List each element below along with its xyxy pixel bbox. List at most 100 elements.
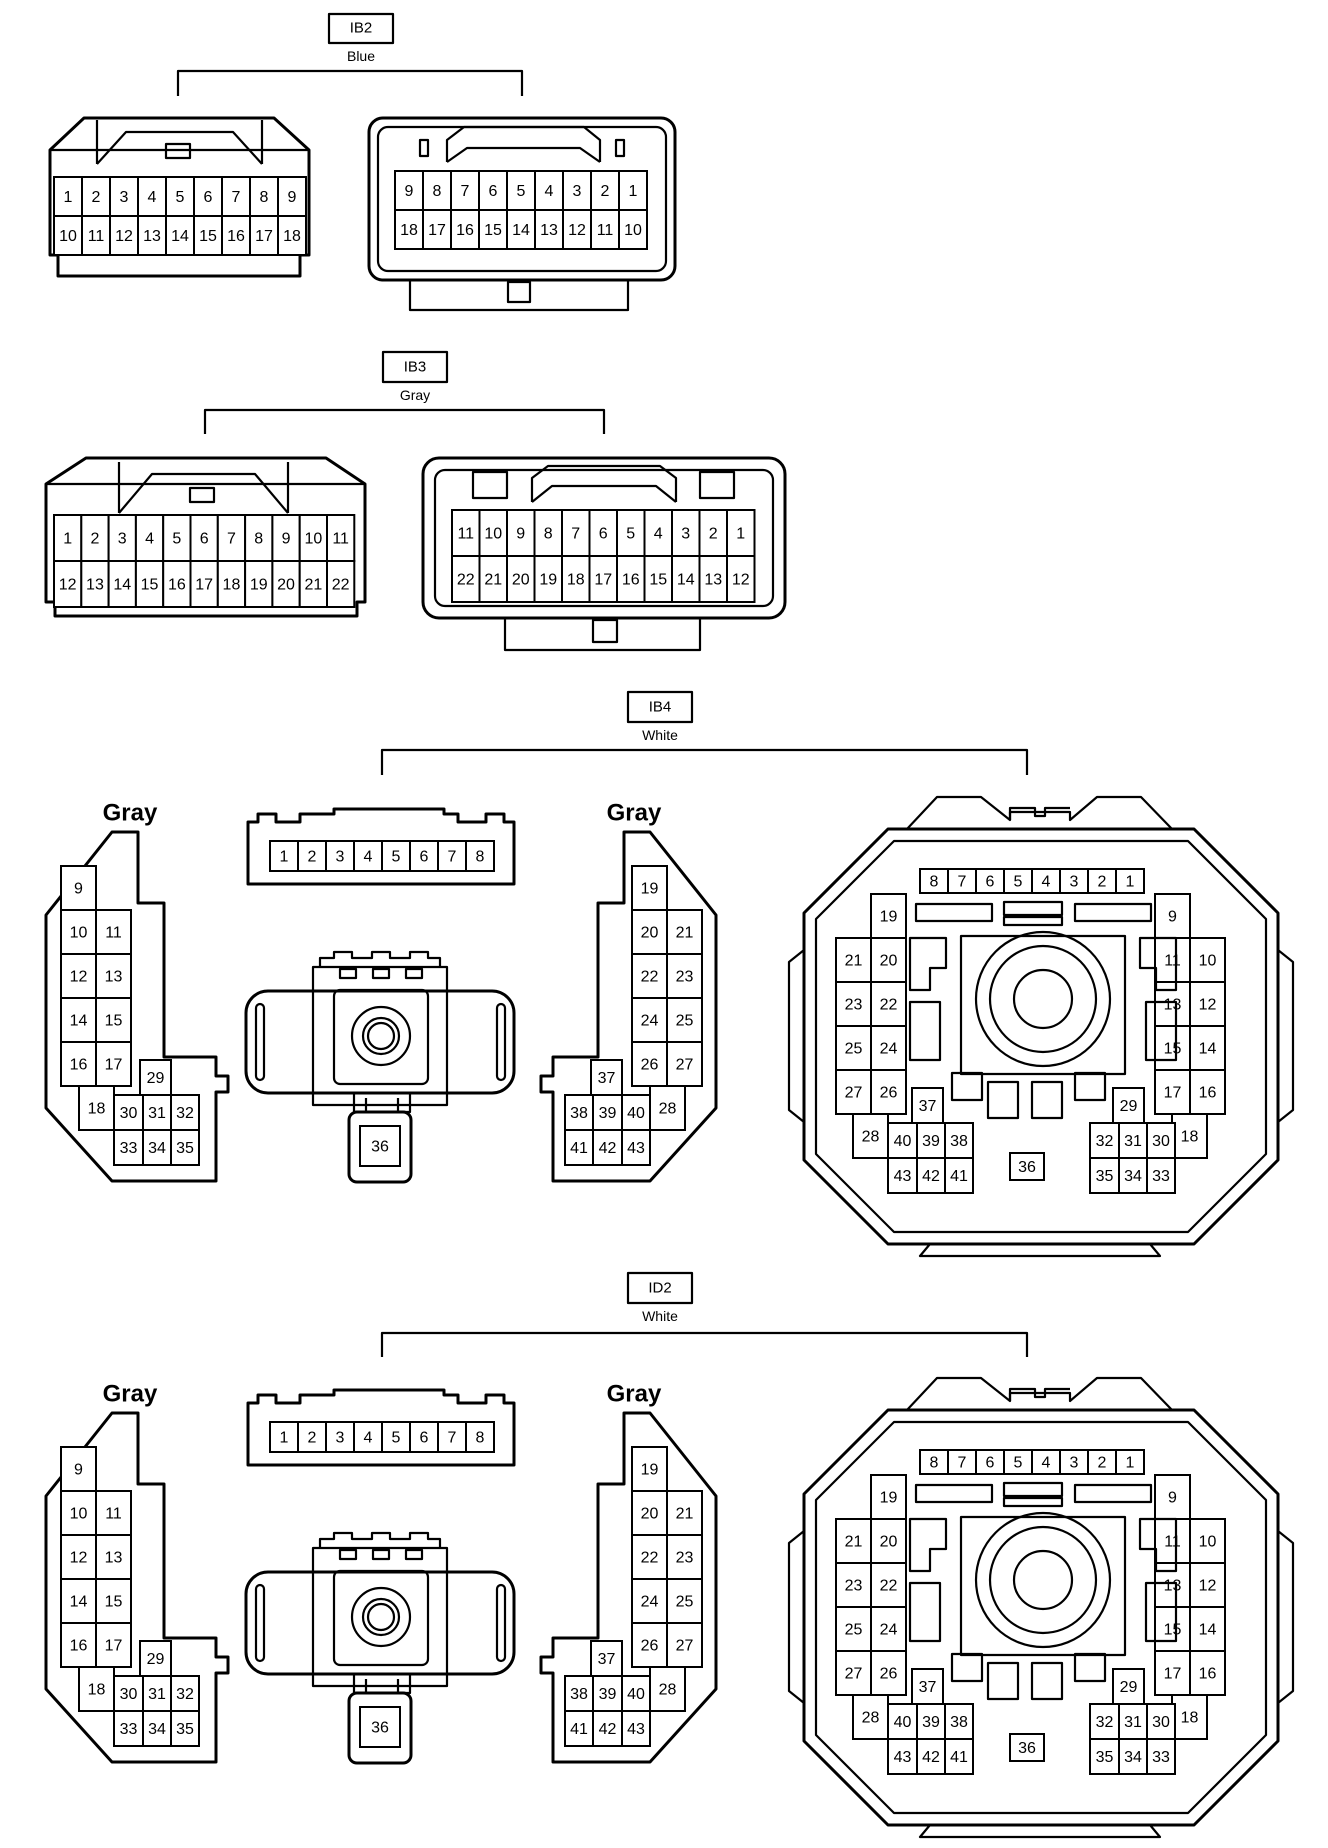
pin-number: 17 <box>594 572 612 589</box>
pin-number: 12 <box>115 228 133 245</box>
ib3-code-label: IB3 <box>404 359 427 376</box>
terminal-pin: 42 <box>916 1157 946 1194</box>
pin-number: 8 <box>476 849 485 866</box>
pin-number: 23 <box>676 969 694 986</box>
right-wedge-housing <box>539 1411 718 1764</box>
pin-cell <box>221 215 251 256</box>
terminal-pin: 14 <box>60 997 97 1043</box>
terminal-pin: 4 <box>137 176 167 217</box>
terminal-pin: 18 <box>216 560 247 608</box>
pin-cell <box>1189 981 1226 1027</box>
terminal-pin: 17 <box>1154 1069 1191 1115</box>
pin-number: 43 <box>894 1168 912 1185</box>
pin-cell <box>353 840 383 872</box>
ib3-bracket <box>203 408 606 434</box>
terminal-pin: 16 <box>60 1622 97 1668</box>
center-plug-grip-left <box>254 1583 266 1663</box>
pin-number: 19 <box>539 572 557 589</box>
pin-cell <box>249 176 279 217</box>
pin-number: 16 <box>1199 1085 1217 1102</box>
pin-number: 40 <box>627 1105 645 1122</box>
terminal-pin: 32 <box>1089 1703 1120 1740</box>
terminal-pin: 14 <box>1189 1606 1226 1652</box>
terminal-pin: 25 <box>835 1025 872 1071</box>
pin-number: 1 <box>736 526 745 543</box>
terminal-pin: 6 <box>189 514 219 562</box>
big-face-key-left <box>908 936 948 992</box>
pin-number: 13 <box>1164 1578 1182 1595</box>
terminal-pin: 17 <box>1154 1650 1191 1696</box>
big-face-top-key <box>1008 806 1070 820</box>
pin-number: 3 <box>681 526 690 543</box>
pin-number: 41 <box>570 1721 588 1738</box>
pin-number: 8 <box>254 531 263 548</box>
pin-cell <box>271 514 301 562</box>
pin-number: 39 <box>599 1105 617 1122</box>
terminal-pin: 39 <box>592 1675 623 1712</box>
terminal-pin: 29 <box>139 1059 172 1096</box>
big-face-ring-mid <box>988 1525 1098 1635</box>
terminal-pin: 4 <box>534 170 564 211</box>
terminal-pin: 5 <box>616 509 646 557</box>
big-face-ring-inner <box>1012 968 1074 1030</box>
pin-number: 38 <box>570 1686 588 1703</box>
terminal-pin: 38 <box>944 1703 974 1740</box>
ib2-color-label: Blue <box>347 48 375 64</box>
pin-number: 14 <box>113 577 131 594</box>
pin-cell <box>60 1534 97 1580</box>
pin-number: 8 <box>476 1430 485 1447</box>
pin-number: 20 <box>512 572 530 589</box>
terminal-pin: 14 <box>1189 1025 1226 1071</box>
pin-cell <box>162 514 192 562</box>
pin-number: 14 <box>70 1013 88 1030</box>
pin-cell <box>592 1129 623 1166</box>
terminal-pin: 7 <box>947 1449 977 1475</box>
pin-number: 7 <box>461 183 470 200</box>
terminal-pin: 1 <box>269 1421 299 1453</box>
pin-number: 21 <box>845 1534 863 1551</box>
terminal-pin: 15 <box>478 209 508 250</box>
pin-number: 3 <box>336 1430 345 1447</box>
pin-number: 8 <box>930 1455 939 1472</box>
terminal-pin: 27 <box>835 1650 872 1696</box>
pin-number: 9 <box>1168 1490 1177 1507</box>
big-face-ring-outer <box>974 1511 1112 1649</box>
pin-number: 27 <box>676 1057 694 1074</box>
pin-number: 15 <box>484 222 502 239</box>
id2-bracket <box>380 1331 1029 1357</box>
pin-number: 27 <box>845 1085 863 1102</box>
pin-number: 4 <box>364 849 373 866</box>
terminal-pin: 23 <box>666 953 703 999</box>
pin-cell <box>590 1059 623 1096</box>
pin-number: 30 <box>1152 1133 1170 1150</box>
terminal-pin: 9 <box>506 509 536 557</box>
terminal-pin: 2 <box>80 514 110 562</box>
center-plug-lower-body <box>347 1110 413 1184</box>
pin-cell <box>1115 1449 1145 1475</box>
pin-number: 35 <box>1096 1168 1114 1185</box>
terminal-pin: 6 <box>409 840 439 872</box>
pin-number: 32 <box>176 1105 194 1122</box>
terminal-pin: 11 <box>95 1490 132 1536</box>
terminal-pin: 10 <box>478 509 508 557</box>
center-plug-core <box>366 1021 396 1051</box>
big-face-key-left <box>908 1517 948 1573</box>
left-wedge-housing <box>44 830 230 1183</box>
pin-number: 17 <box>1164 1085 1182 1102</box>
pin-number: 33 <box>120 1721 138 1738</box>
pin-number: 10 <box>1199 953 1217 970</box>
pin-cell <box>1146 1157 1176 1194</box>
terminal-pin: 13 <box>698 555 728 603</box>
center-plug-socket <box>332 988 430 1086</box>
pin-cell <box>1154 893 1191 939</box>
terminal-pin: 17 <box>95 1622 132 1668</box>
pin-cell <box>1146 1122 1176 1159</box>
terminal-pin: 21 <box>835 937 872 983</box>
pin-number: 32 <box>1096 1714 1114 1731</box>
big-face-bottom-lip <box>918 1824 1162 1839</box>
terminal-pin: 4 <box>1031 868 1061 894</box>
terminal-pin: 43 <box>887 1738 918 1775</box>
